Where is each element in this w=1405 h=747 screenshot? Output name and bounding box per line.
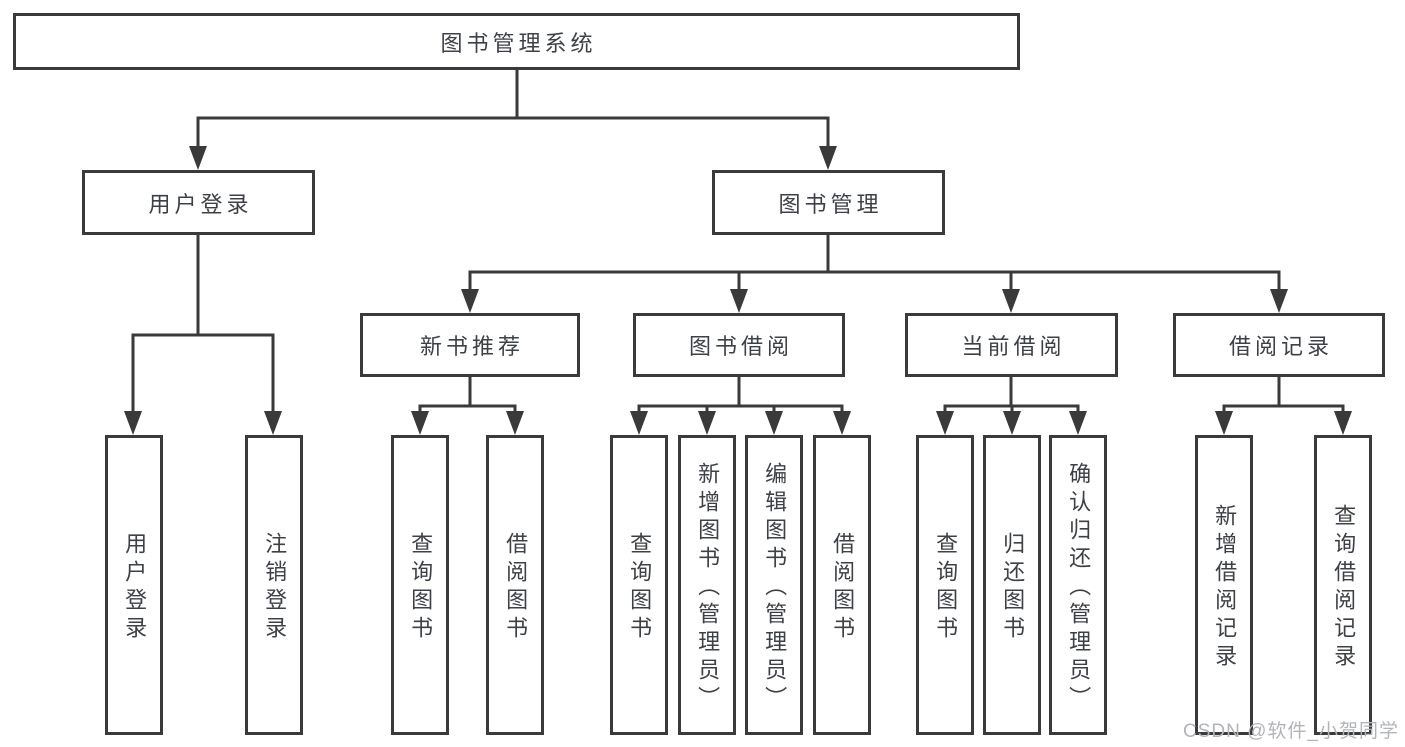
csdn-watermark: CSDN @软件_小贺同学 <box>1183 721 1399 742</box>
leaf-user-login: 用户登录 <box>105 435 163 735</box>
leaf-cb-query-book-label: 查询图书 <box>933 532 959 644</box>
leaf-nb-query-book-label: 查询图书 <box>408 532 434 644</box>
node-book-management-label: 图书管理 <box>778 191 883 217</box>
leaf-br-query-record: 查询借阅记录 <box>1314 435 1372 735</box>
leaf-cb-query-book: 查询图书 <box>916 435 974 735</box>
node-new-book-recommend: 新书推荐 <box>360 313 580 377</box>
node-borrow-records: 借阅记录 <box>1173 313 1385 377</box>
leaf-cb-return-book-label: 归还图书 <box>1000 532 1026 644</box>
node-library-system: 图书管理系统 <box>13 13 1020 70</box>
leaf-br-add-record: 新增借阅记录 <box>1195 435 1253 735</box>
leaf-logout: 注销登录 <box>245 435 303 735</box>
leaf-bb-query-book: 查询图书 <box>610 435 668 735</box>
leaf-cb-return-book: 归还图书 <box>983 435 1041 735</box>
leaf-nb-borrow-book-label: 借阅图书 <box>503 532 529 644</box>
node-current-borrow-label: 当前借阅 <box>961 334 1066 359</box>
node-borrow-records-label: 借阅记录 <box>1228 334 1333 359</box>
leaf-nb-query-book: 查询图书 <box>391 435 449 735</box>
node-book-borrow: 图书借阅 <box>633 313 845 377</box>
node-user-login: 用户登录 <box>82 170 315 235</box>
node-new-book-recommend-label: 新书推荐 <box>419 334 524 359</box>
leaf-nb-borrow-book: 借阅图书 <box>486 435 544 735</box>
leaf-br-query-record-label: 查询借阅记录 <box>1331 504 1357 672</box>
leaf-cb-confirm-return-admin: 确认归还（管理员） <box>1049 435 1107 735</box>
node-library-system-label: 图书管理系统 <box>440 30 597 56</box>
leaf-cb-confirm-return-admin-label: 确认归还（管理员） <box>1066 462 1092 714</box>
leaf-bb-query-book-label: 查询图书 <box>627 532 653 644</box>
leaf-bb-borrow-book: 借阅图书 <box>813 435 871 735</box>
leaf-br-add-record-label: 新增借阅记录 <box>1212 504 1238 672</box>
node-book-borrow-label: 图书借阅 <box>688 334 793 359</box>
node-user-login-label: 用户登录 <box>148 191 253 217</box>
node-book-management: 图书管理 <box>712 170 945 235</box>
leaf-bb-edit-book-admin-label: 编辑图书（管理员） <box>762 462 788 714</box>
leaf-bb-edit-book-admin: 编辑图书（管理员） <box>745 435 803 735</box>
leaf-bb-add-book-admin-label: 新增图书（管理员） <box>695 462 721 714</box>
leaf-logout-label: 注销登录 <box>262 532 288 644</box>
leaf-bb-add-book-admin: 新增图书（管理员） <box>678 435 736 735</box>
leaf-bb-borrow-book-label: 借阅图书 <box>830 532 856 644</box>
leaf-user-login-label: 用户登录 <box>122 532 148 644</box>
node-current-borrow: 当前借阅 <box>905 313 1118 377</box>
